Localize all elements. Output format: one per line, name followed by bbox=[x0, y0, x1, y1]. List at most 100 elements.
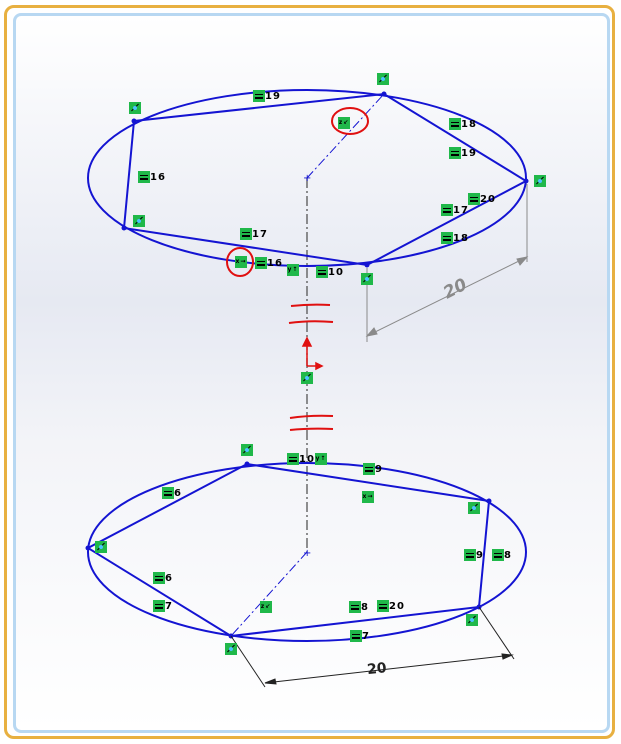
equal-icon bbox=[464, 549, 476, 561]
equal-icon bbox=[363, 463, 375, 475]
axis-relation[interactable]: y↑ bbox=[287, 264, 299, 276]
coincident-icon bbox=[361, 273, 373, 285]
equal-relation[interactable]: 16 bbox=[255, 257, 283, 269]
equal-relation[interactable]: 20 bbox=[377, 600, 405, 612]
equal-relation[interactable]: 20 bbox=[468, 193, 496, 205]
coincident-relation[interactable] bbox=[361, 273, 373, 285]
relation-label: 7 bbox=[165, 600, 173, 612]
equal-relation[interactable]: 10 bbox=[316, 266, 344, 278]
axis-relation[interactable]: z↙ bbox=[260, 601, 272, 613]
relation-label: 19 bbox=[461, 147, 477, 159]
axis-relation[interactable]: z↙ bbox=[338, 117, 350, 129]
coincident-relation[interactable] bbox=[377, 73, 389, 85]
axis-icon: z↙ bbox=[260, 601, 272, 613]
coincident-relation[interactable] bbox=[133, 215, 145, 227]
relation-label: 6 bbox=[174, 487, 182, 499]
equal-icon bbox=[441, 232, 453, 244]
equal-icon bbox=[287, 453, 299, 465]
equal-relation[interactable]: 19 bbox=[449, 147, 477, 159]
equal-relation[interactable]: 6 bbox=[153, 572, 173, 584]
top-ellipse[interactable] bbox=[87, 89, 527, 267]
relation-label: 6 bbox=[165, 572, 173, 584]
relation-label: 9 bbox=[476, 549, 484, 561]
relation-label: 10 bbox=[299, 453, 315, 465]
coincident-icon bbox=[241, 444, 253, 456]
relation-label: 17 bbox=[252, 228, 268, 240]
relation-label: 16 bbox=[150, 171, 166, 183]
relation-label: 19 bbox=[265, 90, 281, 102]
coincident-icon bbox=[534, 175, 546, 187]
coincident-relation[interactable] bbox=[301, 372, 313, 384]
bottom-ellipse[interactable] bbox=[87, 462, 527, 642]
equal-relation[interactable]: 6 bbox=[162, 487, 182, 499]
coincident-icon bbox=[468, 502, 480, 514]
vertices bbox=[85, 91, 529, 639]
equal-relation[interactable]: 7 bbox=[153, 600, 173, 612]
coincident-icon bbox=[225, 643, 237, 655]
equal-relation[interactable]: 17 bbox=[441, 204, 469, 216]
equal-relation[interactable]: 8 bbox=[349, 601, 369, 613]
dimension-top-value[interactable]: 20 bbox=[440, 275, 470, 304]
coincident-relation[interactable] bbox=[95, 541, 107, 553]
equal-relation[interactable]: 16 bbox=[138, 171, 166, 183]
coincident-icon bbox=[95, 541, 107, 553]
equal-icon bbox=[316, 266, 328, 278]
axis-icon: y↑ bbox=[315, 453, 327, 465]
axis-relation[interactable]: x→ bbox=[362, 491, 374, 503]
equal-relation[interactable]: 9 bbox=[363, 463, 383, 475]
equal-relation[interactable]: 7 bbox=[350, 630, 370, 642]
axis-icon: y↑ bbox=[287, 264, 299, 276]
equal-relation[interactable]: 9 bbox=[464, 549, 484, 561]
coincident-relation[interactable] bbox=[466, 614, 478, 626]
equal-icon bbox=[449, 118, 461, 130]
relation-label: 20 bbox=[389, 600, 405, 612]
axis-relation[interactable]: x→ bbox=[235, 256, 247, 268]
equal-icon bbox=[138, 171, 150, 183]
equal-icon bbox=[253, 90, 265, 102]
construction-line-bottom[interactable] bbox=[230, 551, 308, 637]
relation-label: 17 bbox=[453, 204, 469, 216]
coincident-relation[interactable] bbox=[468, 502, 480, 514]
coincident-icon bbox=[377, 73, 389, 85]
equal-icon bbox=[377, 600, 389, 612]
relation-label: 9 bbox=[375, 463, 383, 475]
relation-label: 8 bbox=[361, 601, 369, 613]
construction-line-top[interactable] bbox=[306, 93, 385, 179]
top-pentagon[interactable] bbox=[122, 92, 529, 267]
center-point-top[interactable]: + bbox=[303, 173, 311, 184]
coincident-relation[interactable] bbox=[241, 444, 253, 456]
origin-arrow-icon bbox=[301, 336, 324, 371]
coincident-relation[interactable] bbox=[129, 102, 141, 114]
equal-relation[interactable]: 18 bbox=[449, 118, 477, 130]
coincident-relation[interactable] bbox=[225, 643, 237, 655]
equal-icon bbox=[255, 257, 267, 269]
equal-icon bbox=[350, 630, 362, 642]
equal-icon bbox=[162, 487, 174, 499]
equal-icon bbox=[441, 204, 453, 216]
coincident-icon bbox=[301, 372, 313, 384]
relation-label: 10 bbox=[328, 266, 344, 278]
axis-relation[interactable]: y↑ bbox=[315, 453, 327, 465]
equal-icon bbox=[153, 572, 165, 584]
axis-icon: z↙ bbox=[338, 117, 350, 129]
center-point-bottom[interactable]: + bbox=[303, 548, 311, 559]
dimension-bottom-value[interactable]: 20 bbox=[366, 660, 387, 678]
equal-relation[interactable]: 8 bbox=[492, 549, 512, 561]
dimension-bottom[interactable] bbox=[230, 606, 515, 688]
equal-relation[interactable]: 18 bbox=[441, 232, 469, 244]
coincident-icon bbox=[466, 614, 478, 626]
relation-label: 16 bbox=[267, 257, 283, 269]
dimension-top[interactable] bbox=[365, 184, 529, 342]
relation-label: 18 bbox=[461, 118, 477, 130]
equal-relation[interactable]: 10 bbox=[287, 453, 315, 465]
equal-relation[interactable]: 19 bbox=[253, 90, 281, 102]
relation-label: 7 bbox=[362, 630, 370, 642]
equal-icon bbox=[240, 228, 252, 240]
equal-relation[interactable]: 17 bbox=[240, 228, 268, 240]
bottom-pentagon[interactable] bbox=[85, 462, 491, 638]
equal-icon bbox=[153, 600, 165, 612]
coincident-relation[interactable] bbox=[534, 175, 546, 187]
relation-label: 8 bbox=[504, 549, 512, 561]
